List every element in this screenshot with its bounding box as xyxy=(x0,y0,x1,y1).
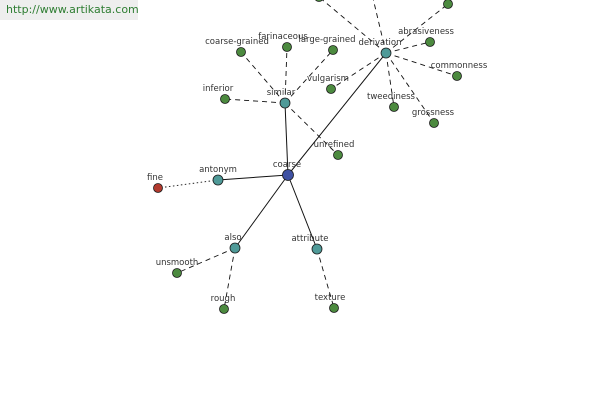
node-attribute[interactable] xyxy=(311,243,323,255)
node-texture[interactable] xyxy=(329,303,339,313)
node-antonym[interactable] xyxy=(212,174,224,186)
edge-coarse-antonym xyxy=(217,174,289,181)
node-tweediness[interactable] xyxy=(389,102,399,112)
edge-similar-coarse-grained xyxy=(240,51,286,104)
edge-also-rough xyxy=(223,247,236,310)
label-attribute[interactable]: attribute xyxy=(291,234,328,244)
label-coarse-grained[interactable]: coarse-grained xyxy=(205,37,269,47)
node-derivation[interactable] xyxy=(380,47,392,59)
label-rough[interactable]: rough xyxy=(211,294,236,304)
label-farinaceous[interactable]: farinaceous xyxy=(258,32,308,42)
label-fine[interactable]: fine xyxy=(147,173,163,183)
label-grossness[interactable]: grossness xyxy=(412,108,455,118)
label-also[interactable]: also xyxy=(224,233,241,243)
edge-also-unsmooth xyxy=(176,247,236,274)
edge-attribute-texture xyxy=(316,248,335,309)
edge-similar-unrefined xyxy=(284,102,339,156)
edge-similar-inferior xyxy=(224,98,286,104)
node-commonness[interactable] xyxy=(452,71,462,81)
label-large-grained[interactable]: large-grained xyxy=(298,35,355,45)
label-unrefined[interactable]: unrefined xyxy=(314,140,355,150)
node-similar[interactable] xyxy=(279,97,291,109)
node-unrefined[interactable] xyxy=(333,150,343,160)
label-derivation[interactable]: derivation xyxy=(358,38,401,48)
label-inferior[interactable]: inferior xyxy=(203,84,234,94)
node-coarse-grained[interactable] xyxy=(236,47,246,57)
label-antonym[interactable]: antonym xyxy=(199,165,237,175)
label-abrasiveness[interactable]: abrasiveness xyxy=(398,27,454,37)
labels-layer: coarse similar derivation antonym also attrib… xyxy=(147,27,488,304)
edge-derivation-deriv-top-3 xyxy=(372,0,387,54)
node-grossness[interactable] xyxy=(429,118,439,128)
node-also[interactable] xyxy=(229,242,241,254)
node-abrasiveness[interactable] xyxy=(425,37,435,47)
label-unsmooth[interactable]: unsmooth xyxy=(156,258,199,268)
edge-similar-large-grained xyxy=(284,49,334,104)
site-banner[interactable]: http://www.artikata.com xyxy=(0,0,139,20)
edge-derivation-deriv-top-2 xyxy=(385,3,449,54)
node-rough[interactable] xyxy=(219,304,229,314)
edge-similar-farinaceous xyxy=(284,46,288,104)
node-deriv-top-2[interactable] xyxy=(443,0,453,9)
label-vulgarism[interactable]: vulgarism xyxy=(307,74,349,84)
node-fine[interactable] xyxy=(153,183,163,193)
node-unsmooth[interactable] xyxy=(172,268,182,278)
edge-derivation-commonness xyxy=(385,52,458,77)
label-tweediness[interactable]: tweediness xyxy=(367,92,416,102)
edge-coarse-similar xyxy=(284,102,289,176)
edge-derivation-vulgarism xyxy=(330,52,387,90)
edge-coarse-also xyxy=(234,174,289,249)
site-url-link[interactable]: http://www.artikata.com xyxy=(6,3,139,16)
label-texture[interactable]: texture xyxy=(315,293,346,303)
node-coarse[interactable] xyxy=(282,169,294,181)
edge-derivation-deriv-top-1 xyxy=(321,0,387,54)
edge-coarse-derivation xyxy=(287,52,387,176)
node-vulgarism[interactable] xyxy=(326,84,336,94)
edge-coarse-attribute xyxy=(287,174,318,250)
edges-layer xyxy=(157,0,458,310)
label-similar[interactable]: similar xyxy=(267,88,296,98)
node-deriv-top-1[interactable] xyxy=(315,0,324,2)
nodes-layer xyxy=(153,0,462,314)
edge-derivation-tweediness xyxy=(385,52,395,108)
edge-derivation-abrasiveness xyxy=(385,41,431,54)
node-inferior[interactable] xyxy=(220,94,230,104)
edge-antonym-fine xyxy=(157,179,219,189)
node-farinaceous[interactable] xyxy=(282,42,292,52)
node-large-grained[interactable] xyxy=(328,45,338,55)
label-commonness[interactable]: commonness xyxy=(431,61,488,71)
label-coarse[interactable]: coarse xyxy=(273,160,301,170)
